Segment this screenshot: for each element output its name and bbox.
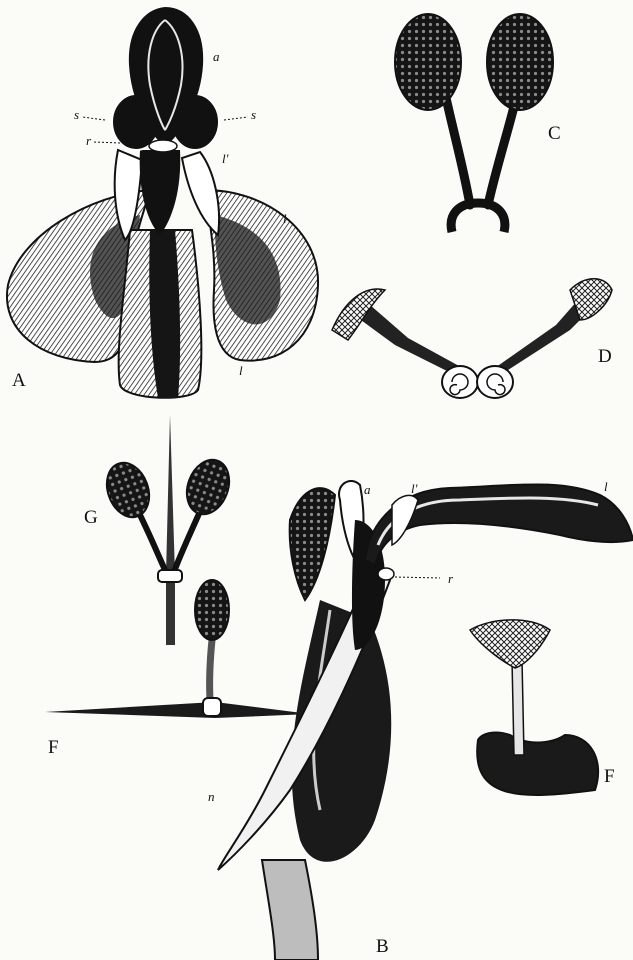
label-figure-a: A: [12, 371, 26, 390]
label-figure-d: D: [598, 347, 612, 366]
figure-f-disc: [470, 620, 598, 795]
label-figure-b: B: [376, 937, 389, 956]
figure-a-flower: [7, 8, 318, 398]
annotation-b-r: r: [448, 572, 453, 585]
label-figure-f-right: F: [604, 767, 615, 786]
annotation-a-dorsal: a: [213, 50, 220, 63]
annotation-b-l: l: [604, 480, 608, 493]
annotation-b-a: a: [364, 483, 371, 496]
annotation-s-left: s: [74, 108, 79, 121]
annotation-b-l-prime: l': [411, 482, 417, 495]
figure-d-pollinia: [332, 279, 612, 398]
annotation-r: r: [86, 134, 91, 147]
annotation-l-right: l: [283, 212, 287, 225]
pollinium-right: [487, 14, 553, 110]
annotation-b-n: n: [208, 790, 215, 803]
f-pollinium: [195, 580, 229, 640]
figure-b-flower: [218, 481, 633, 960]
petal-right: [182, 152, 219, 235]
viscid-disc: [451, 203, 505, 232]
pollinium-left: [395, 14, 461, 110]
annotation-s-right: s: [251, 108, 256, 121]
figure-c-pollinia: [395, 14, 553, 232]
g-pollinium-left: [100, 457, 157, 523]
annotation-l-prime: l': [222, 152, 228, 165]
f-pollinium-head: [470, 620, 550, 668]
label-figure-g: G: [84, 508, 98, 527]
figure-f-needle: [45, 580, 310, 718]
g-pollinium-right: [180, 454, 237, 520]
label-figure-f-left: F: [48, 738, 59, 757]
annotation-l-bottom: l: [239, 364, 243, 377]
label-figure-c: C: [548, 124, 561, 143]
